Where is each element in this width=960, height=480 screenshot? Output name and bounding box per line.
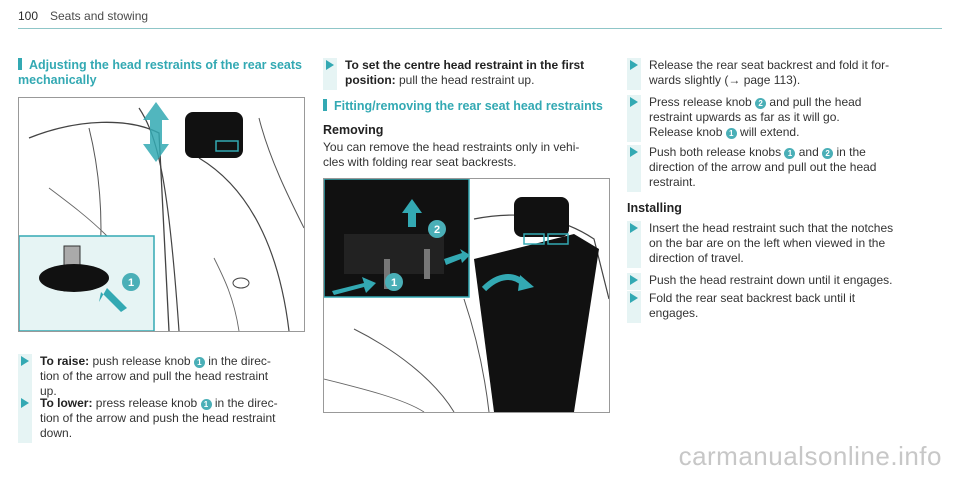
step-arrow-icon: [630, 60, 638, 70]
page-number: 100: [18, 9, 39, 23]
watermark: carmanualsonline.info: [678, 441, 942, 471]
step-arrow-icon: [630, 275, 638, 285]
heading-bar: [18, 58, 22, 70]
knob-badge: 2: [822, 148, 834, 159]
figure-callout-2: 2: [434, 224, 440, 236]
removing-note: You can remove the head restraints only …: [323, 140, 580, 169]
knob-badge: 1: [193, 357, 205, 368]
step-lower: To lower: press release knob 1 in the di…: [18, 396, 308, 443]
knob-badge: 1: [200, 399, 212, 410]
subhead-removing: Removing: [323, 123, 384, 137]
step-centre-position: To set the centre head restraint in the …: [323, 58, 623, 90]
step-push-both-knobs: Push both release knobs 1 and 2 in the d…: [627, 145, 942, 192]
page-header: 100 Seats and stowing: [18, 6, 942, 29]
heading-bar: [323, 99, 327, 111]
figure-callout-1: 1: [391, 277, 397, 289]
step-insert-restraint: Insert the head restraint such that the …: [627, 221, 942, 268]
step-fold-backrest: Fold the rear seat backrest back until i…: [627, 291, 942, 323]
section-heading-fitting: Fitting/removing the rear seat head rest…: [323, 99, 623, 114]
knob-badge: 1: [725, 128, 737, 139]
figure-remove-head-restraint: 1 2: [323, 178, 610, 413]
step-arrow-icon: [326, 60, 334, 70]
step-arrow-icon: [630, 223, 638, 233]
step-arrow-icon: [630, 97, 638, 107]
section-title: Seats and stowing: [50, 9, 149, 23]
figure-adjust-head-restraint: 1: [18, 97, 305, 332]
step-raise: To raise: push release knob 1 in the dir…: [18, 354, 308, 401]
step-release-backrest: Release the rear seat backrest and fold …: [627, 58, 942, 90]
step-arrow-icon: [21, 398, 29, 408]
subhead-installing: Installing: [627, 201, 682, 215]
step-press-knob-2: Press release knob 2 and pull the head r…: [627, 95, 942, 142]
step-arrow-icon: [630, 147, 638, 157]
section-heading-adjusting: Adjusting the head restraints of the rea…: [18, 58, 302, 87]
figure-callout-1: 1: [128, 277, 134, 289]
step-push-down: Push the head restraint down until it en…: [627, 273, 942, 290]
knob-badge: 2: [755, 98, 767, 109]
step-arrow-icon: [21, 356, 29, 366]
knob-badge: 1: [784, 148, 796, 159]
step-arrow-icon: [630, 293, 638, 303]
